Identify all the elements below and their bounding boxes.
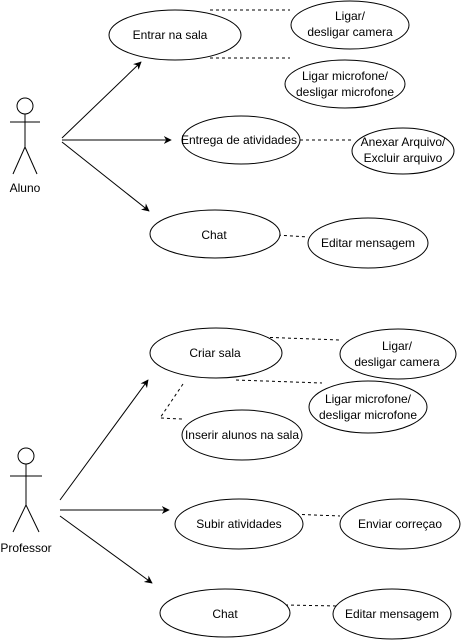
usecase-criar-sala-shape	[149, 327, 283, 379]
link-professor-chat-editar	[284, 604, 339, 607]
edge-professor-criar-sala	[59, 379, 149, 501]
usecase-entrega-atividades-shape	[181, 115, 301, 165]
usecase-aluno-ligar-microfone-shape	[284, 59, 406, 109]
edge-aluno-chat	[61, 141, 150, 212]
actor-aluno-head	[16, 97, 34, 115]
usecase-aluno-ligar-camera-shape	[290, 0, 410, 50]
usecase-inserir-alunos-shape	[181, 409, 303, 461]
edge-professor-chat	[59, 515, 153, 584]
usecase-professor-ligar-microfone: Ligar microfone/ desligar microfone	[308, 380, 428, 434]
usecase-professor-ligar-microfone-line2: desligar microfone	[319, 408, 417, 422]
usecase-aluno-ligar-microfone: Ligar microfone/ desligar microfone	[284, 59, 406, 109]
actor-aluno-left-leg	[12, 146, 26, 175]
usecase-enviar-correcao-label: Enviar correçao	[358, 517, 442, 531]
usecase-aluno-ligar-camera: Ligar/ desligar camera	[290, 0, 410, 50]
usecase-anexar-arquivo-line1: Anexar Arquivo/	[361, 135, 446, 149]
actor-professor: Professor	[0, 447, 52, 555]
usecase-anexar-arquivo-line2: Excluir arquivo	[364, 151, 443, 165]
usecase-subir-atividades: Subir atividades	[174, 498, 304, 550]
usecase-anexar-arquivo-shape	[351, 127, 455, 175]
usecase-professor-ligar-camera-shape	[339, 328, 457, 380]
usecase-aluno-ligar-microfone-line2: desligar microfone	[296, 85, 394, 99]
usecase-entrar-sala: Entrar na sala	[108, 9, 242, 61]
usecase-aluno-ligar-microfone-line1: Ligar microfone/	[302, 69, 389, 83]
actor-professor-label: Professor	[0, 541, 51, 555]
usecase-aluno-editar-mensagem-label: Editar mensagem	[321, 236, 415, 250]
usecase-inserir-alunos-label: Inserir alunos na sala	[185, 428, 299, 442]
actor-professor-right-leg	[25, 504, 40, 533]
usecase-aluno-editar-mensagem: Editar mensagem	[307, 217, 429, 269]
usecase-aluno-chat-label: Chat	[201, 228, 227, 242]
usecase-professor-ligar-microfone-shape	[308, 380, 428, 434]
usecase-professor-editar-mensagem-shape	[332, 588, 452, 640]
usecase-aluno-ligar-camera-line1: Ligar/	[335, 9, 366, 23]
usecase-professor-ligar-microfone-line1: Ligar microfone/	[325, 392, 412, 406]
actor-aluno-right-leg	[24, 146, 38, 175]
usecase-professor-ligar-camera: Ligar/ desligar camera	[339, 328, 457, 380]
usecase-aluno-editar-mensagem-shape	[307, 217, 429, 269]
usecase-entrega-atividades: Entrega de atividades	[181, 115, 301, 165]
usecase-subir-atividades-label: Subir atividades	[196, 517, 281, 531]
actor-aluno-label: Aluno	[10, 181, 41, 195]
actor-aluno: Aluno	[10, 97, 41, 195]
usecase-professor-ligar-camera-line2: desligar camera	[354, 355, 440, 369]
usecase-entrega-atividades-label: Entrega de atividades	[181, 133, 297, 147]
usecase-aluno-ligar-camera-line2: desligar camera	[307, 25, 393, 39]
usecase-professor-ligar-camera-line1: Ligar/	[382, 339, 413, 353]
usecase-professor-editar-mensagem: Editar mensagem	[332, 588, 452, 640]
usecase-anexar-arquivo: Anexar Arquivo/ Excluir arquivo	[351, 127, 455, 175]
link-criar-inserir	[159, 383, 184, 420]
actor-professor-head	[17, 447, 35, 465]
usecase-enviar-correcao: Enviar correçao	[339, 498, 461, 550]
usecase-enviar-correcao-shape	[339, 498, 461, 550]
actor-professor-left-leg	[12, 504, 27, 533]
link-criar-microfone	[235, 379, 323, 384]
edge-aluno-entrar-sala	[61, 61, 142, 139]
usecase-entrar-sala-label: Entrar na sala	[133, 28, 208, 42]
usecase-criar-sala: Criar sala	[149, 327, 283, 379]
usecase-inserir-alunos: Inserir alunos na sala	[181, 409, 303, 461]
usecase-subir-atividades-shape	[174, 498, 304, 550]
link-criar-camera	[257, 336, 341, 341]
usecase-professor-editar-mensagem-label: Editar mensagem	[345, 607, 439, 621]
usecase-entrar-sala-shape	[108, 9, 242, 61]
usecase-criar-sala-label: Criar sala	[189, 346, 241, 360]
usecase-aluno-chat-shape	[149, 209, 281, 259]
usecase-professor-chat: Chat	[159, 588, 291, 638]
usecase-professor-chat-label: Chat	[212, 607, 238, 621]
usecase-aluno-chat: Chat	[149, 209, 281, 259]
usecase-professor-chat-shape	[159, 588, 291, 638]
